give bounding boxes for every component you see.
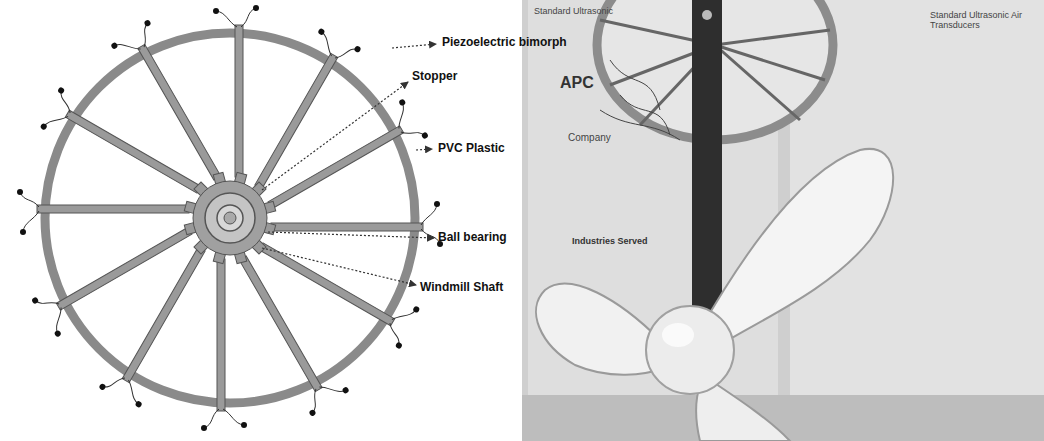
photo-text: Standard Ultrasonic Air Transducers	[930, 10, 1030, 31]
part-label: Windmill Shaft	[420, 281, 503, 295]
windmill-wheel	[17, 5, 443, 431]
leader-lines	[262, 44, 436, 285]
photo-text: Standard Ultrasonic	[534, 6, 613, 16]
part-label: Piezoelectric bimorph	[442, 36, 567, 50]
photo-text: Company	[568, 132, 611, 144]
part-label: PVC Plastic	[438, 142, 505, 156]
part-label: Stopper	[412, 70, 457, 84]
photo-text: Industries Served	[572, 236, 648, 246]
photo-text: APC	[560, 74, 594, 92]
prototype-photo	[522, 0, 1044, 441]
part-label: Ball bearing	[438, 231, 507, 245]
